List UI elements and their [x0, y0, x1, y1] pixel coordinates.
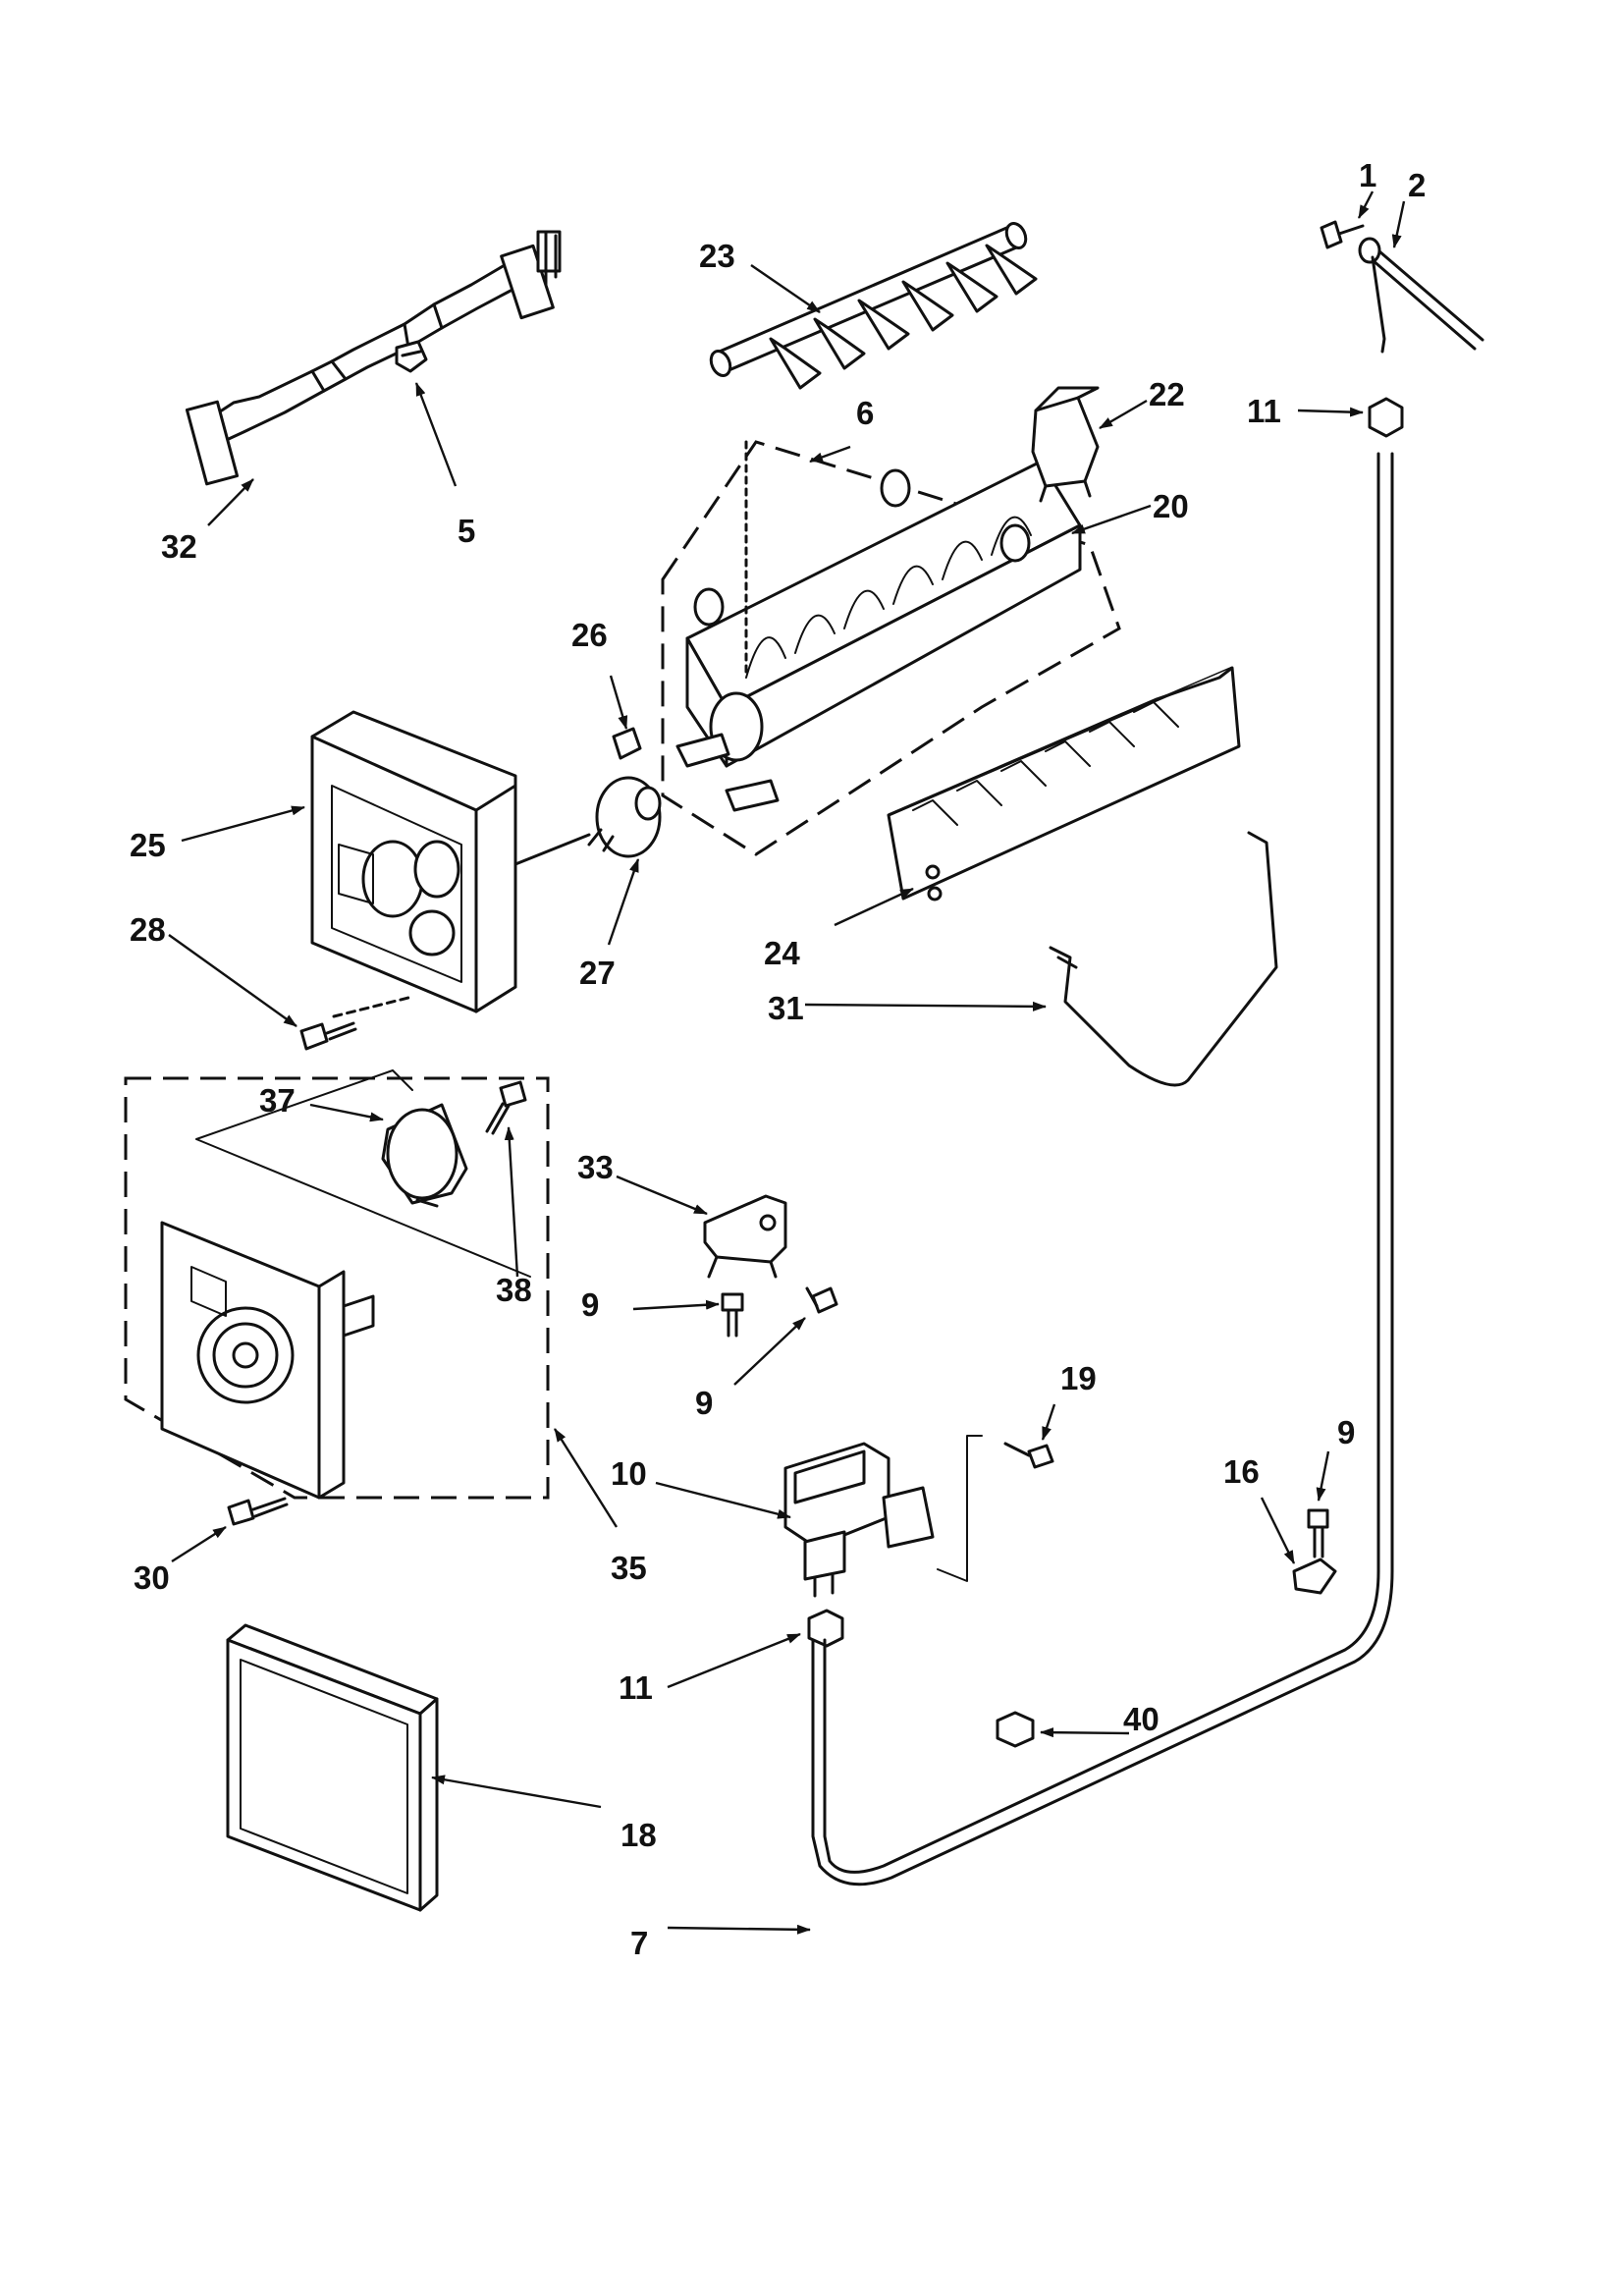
part-screw-9a — [721, 1292, 744, 1338]
part-screw-9c — [1307, 1508, 1329, 1558]
callout-5: 5 — [458, 513, 475, 549]
callout-27: 27 — [579, 955, 616, 991]
callout-26: 26 — [571, 617, 608, 653]
callout-7: 7 — [630, 1925, 648, 1961]
part-thermostat — [587, 776, 662, 858]
part-ice-mold — [661, 440, 1121, 856]
part-ejector-blade — [709, 222, 1038, 390]
part-valve-bracket — [703, 1194, 787, 1279]
callout-20: 20 — [1153, 488, 1189, 524]
callout-37: 37 — [259, 1082, 296, 1119]
callout-35: 35 — [611, 1550, 647, 1586]
callout-22: 22 — [1149, 376, 1185, 412]
callout-31: 31 — [768, 990, 804, 1026]
part-shutoff-arm — [1049, 831, 1278, 1087]
callout-9a: 9 — [581, 1286, 599, 1323]
part-thermostat-clip — [612, 727, 642, 760]
callout-32: 32 — [161, 528, 197, 565]
callout-18: 18 — [620, 1817, 657, 1853]
callout-23: 23 — [699, 238, 735, 274]
part-fill-cup — [1031, 386, 1100, 503]
part-bin-front — [226, 1623, 439, 1912]
part-clamp-2 — [1358, 237, 1484, 354]
callout-33: 33 — [577, 1149, 614, 1185]
part-nut-11-valve — [807, 1609, 844, 1648]
callout-30: 30 — [134, 1559, 170, 1596]
callout-25: 25 — [130, 827, 166, 863]
callout-40: 40 — [1123, 1701, 1160, 1737]
callout-16: 16 — [1223, 1453, 1260, 1490]
part-screw-9b — [805, 1286, 838, 1314]
callout-11a: 11 — [1247, 393, 1281, 429]
part-screw-30 — [227, 1497, 289, 1526]
part-screw-28 — [299, 1021, 357, 1051]
callout-9c: 9 — [1337, 1414, 1355, 1450]
callout-24: 24 — [764, 935, 800, 971]
callout-11b: 11 — [619, 1669, 653, 1706]
part-water-tube — [811, 452, 1394, 1886]
part-screw-1 — [1320, 220, 1365, 249]
part-nut-40 — [996, 1711, 1035, 1748]
part-nut-11-top — [1368, 397, 1404, 438]
part-water-valve — [783, 1442, 935, 1598]
part-motor — [381, 1103, 468, 1208]
callout-38: 38 — [496, 1272, 532, 1308]
leader-lines — [168, 191, 1406, 1935]
part-wire-harness — [185, 230, 562, 486]
part-harness-clip — [395, 340, 428, 373]
callout-2: 2 — [1408, 167, 1426, 203]
part-module-housing — [310, 710, 591, 1013]
callout-6: 6 — [856, 395, 874, 431]
part-screw-19 — [1003, 1442, 1054, 1469]
part-tube-clamp — [1292, 1558, 1337, 1595]
part-ice-stripper — [887, 666, 1241, 902]
callout-19: 19 — [1060, 1360, 1097, 1396]
callout-9b: 9 — [695, 1385, 713, 1421]
part-screw-38 — [485, 1080, 527, 1135]
callout-28: 28 — [130, 911, 166, 948]
callout-labels: 1 2 5 6 7 9 9 9 10 11 11 16 18 19 20 22 … — [130, 157, 1426, 1961]
callout-1: 1 — [1359, 157, 1376, 193]
part-module-kit — [124, 1069, 550, 1500]
callout-10: 10 — [611, 1455, 647, 1492]
